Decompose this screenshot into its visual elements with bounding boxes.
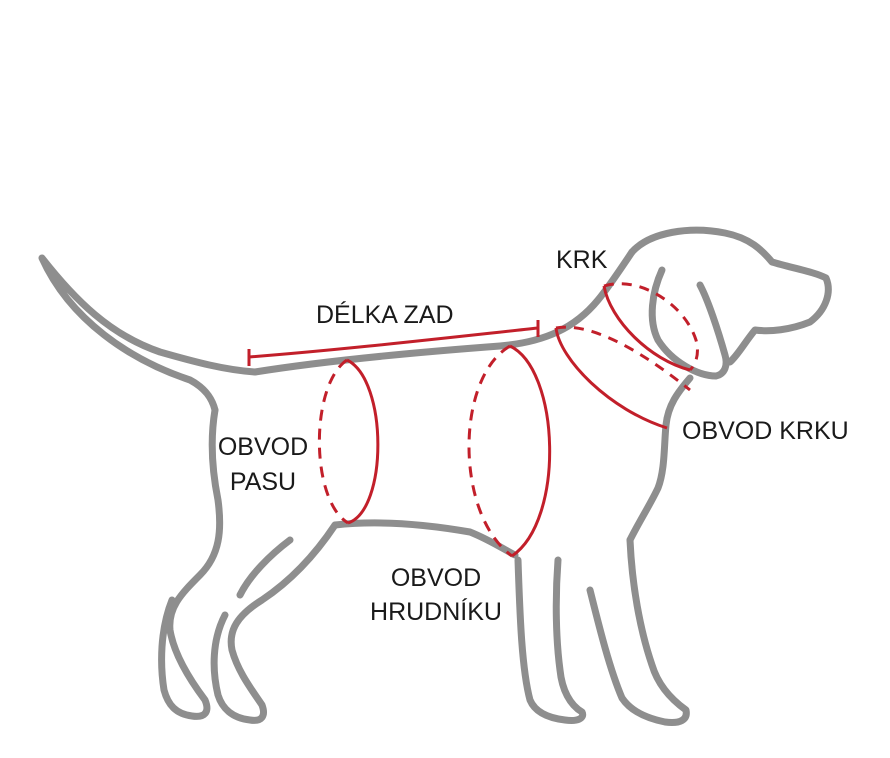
label-neck: KRK (556, 246, 608, 274)
label-chest-line1: OBVOD (390, 564, 482, 592)
dog-head (628, 226, 832, 366)
label-chest-line2: HRUDNÍKU (370, 598, 502, 626)
chest-back-arc (467, 344, 513, 558)
neck-front-arc (602, 285, 691, 372)
label-back-length: DÉLKA ZAD (316, 301, 454, 329)
back-length-line (248, 326, 539, 359)
waist-back-arc (317, 358, 349, 525)
dog-hind-inner (236, 536, 294, 599)
dog-ear (648, 266, 730, 380)
dog-outline (38, 226, 832, 726)
label-neck-circumference: OBVOD KRKU (682, 417, 849, 445)
dog-hind-leg (158, 406, 224, 720)
dog-tail (38, 254, 259, 414)
label-waist-line2: PASU (229, 468, 297, 496)
dog-hind-leg-2 (210, 521, 339, 724)
dog-front-leg-2 (514, 556, 587, 724)
chest-front-arc (509, 344, 552, 558)
measurement-lines (247, 282, 699, 558)
dog-throat (626, 374, 694, 544)
neck-circumference-front (554, 327, 668, 430)
dog-belly (331, 519, 519, 559)
dog-back (251, 248, 636, 376)
neck-circumference-back (555, 325, 691, 392)
waist-front-arc (346, 358, 380, 525)
dog-front-leg (586, 536, 690, 726)
label-waist-line1: OBVOD (217, 433, 309, 461)
